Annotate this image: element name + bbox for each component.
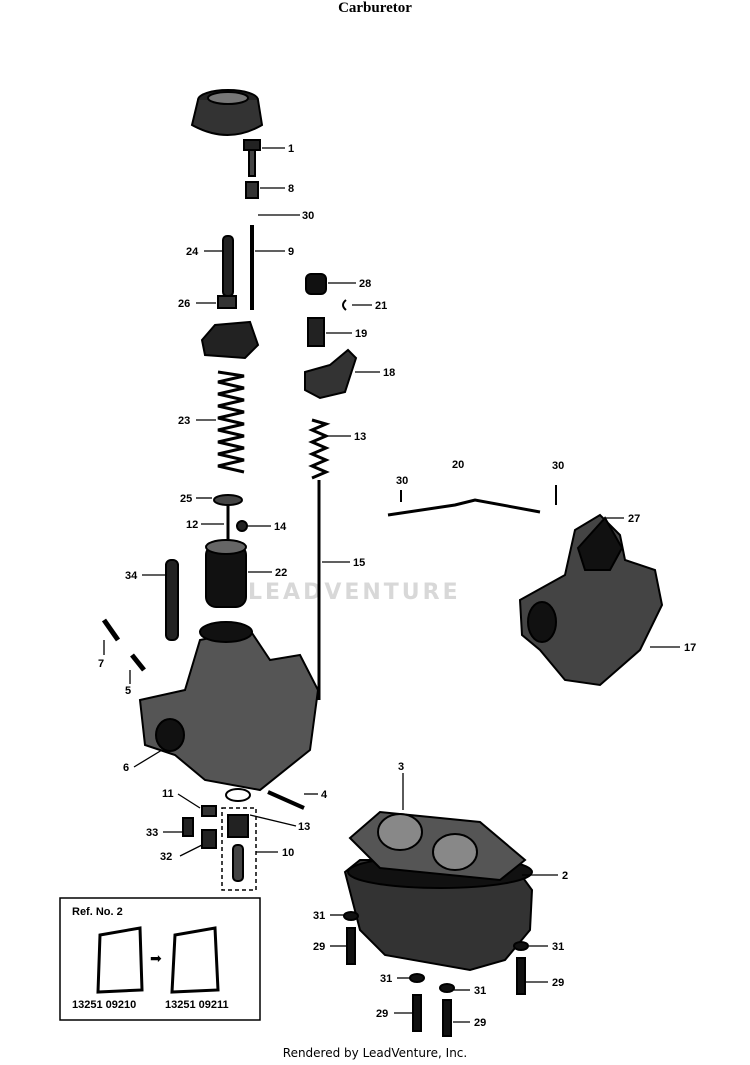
callout-4: 4 [321,789,328,801]
callout-17: 17 [684,642,696,654]
clip-part-21[interactable] [342,299,347,311]
screw-set-part-29[interactable] [346,927,526,1037]
callout-25: 25 [180,493,192,505]
reference-box: Ref. No. 2 ➡ 13251 09210 13251 09211 [59,897,261,1021]
callout-13b: 13 [298,821,310,833]
screw-part-7[interactable] [101,618,121,642]
spring-part-8[interactable] [245,181,259,199]
ref-part-old: 13251 09210 [72,999,136,1011]
callout-29d: 29 [474,1017,486,1029]
callout-21: 21 [375,300,387,312]
callout-5: 5 [125,685,131,697]
ref-box-title: Ref. No. 2 [72,906,123,918]
cap-part-28[interactable] [305,273,327,295]
callout-6: 6 [123,762,129,774]
jet-part-32[interactable] [201,829,217,849]
callout-24: 24 [186,246,199,258]
nut-part-26[interactable] [217,295,237,309]
screw-part-1[interactable] [243,139,261,177]
callout-14: 14 [274,521,287,533]
watermark-text: LEADVENTURE [248,580,461,605]
callout-31a: 31 [313,910,325,922]
diagram-title: Carburetor [338,0,412,16]
carburetor-body-part-6[interactable] [138,621,320,792]
callout-3: 3 [398,761,404,773]
circlip-part-14[interactable] [236,520,248,532]
pin-part-4[interactable] [267,790,305,810]
callout-labels: 1 8 30 9 24 26 28 21 19 18 23 13 20 30 3… [98,143,696,1029]
top-plate[interactable] [200,320,260,360]
callout-26: 26 [178,298,190,310]
carburetor-assembly-part-17[interactable] [518,513,664,687]
callout-32: 32 [160,851,172,863]
callout-28: 28 [359,278,371,290]
spring-part-13[interactable] [308,418,331,480]
callout-11: 11 [162,788,174,800]
clip-part-25[interactable] [213,494,243,506]
arrow-right-icon: ➡ [150,951,162,967]
callout-29a: 29 [313,941,325,953]
needle-jet-box-part-10[interactable] [221,807,257,891]
throttle-slide-part-22[interactable] [205,539,247,608]
callout-23: 23 [178,415,190,427]
callout-30c: 30 [552,460,564,472]
washer-set-part-31[interactable] [343,911,529,993]
ref-part-new: 13251 09211 [165,999,229,1011]
callout-13: 13 [354,431,366,443]
callout-19: 19 [355,328,367,340]
callout-10: 10 [282,847,294,859]
callout-20: 20 [452,459,464,471]
jet-part-11[interactable] [201,805,217,817]
callout-18: 18 [383,367,395,379]
callout-15: 15 [353,557,365,569]
callout-31b: 31 [552,941,564,953]
callout-22: 22 [275,567,287,579]
callout-30b: 30 [396,475,408,487]
callout-31c: 31 [380,973,392,985]
spring-part-23[interactable] [217,370,245,474]
screw-part-5[interactable] [130,653,146,672]
footer-credit: Rendered by LeadVenture, Inc. [282,1046,468,1060]
carburetor-cap[interactable] [190,89,264,136]
rod-part-34[interactable] [165,559,179,641]
callout-2: 2 [562,870,568,882]
bolt-part-24[interactable] [222,235,234,297]
callout-7: 7 [98,658,104,670]
callout-1: 1 [288,143,294,155]
callout-29c: 29 [376,1008,388,1020]
callout-9: 9 [288,246,294,258]
callout-27: 27 [628,513,640,525]
screw-part-33[interactable] [182,817,194,837]
washer-part-13[interactable] [225,788,251,802]
leader-lines [103,147,680,1023]
bracket-part-18[interactable] [304,348,358,400]
callout-29b: 29 [552,977,564,989]
callout-31d: 31 [474,985,486,997]
callout-8: 8 [288,183,294,195]
callout-12: 12 [186,519,198,531]
callout-30: 30 [302,210,314,222]
callout-34: 34 [125,570,138,582]
float-part-3[interactable] [348,810,527,882]
link-rod-part-20[interactable] [387,498,541,517]
callout-33: 33 [146,827,158,839]
adjuster-part-19[interactable] [307,317,325,347]
